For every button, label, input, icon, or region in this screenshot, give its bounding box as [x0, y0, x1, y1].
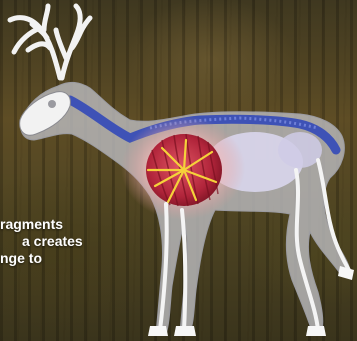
- caption-line-2: a creates: [22, 233, 150, 250]
- caption-line-3: nge to: [0, 250, 150, 267]
- hooves: [148, 266, 354, 336]
- overlay-caption: ragments a creates nge to: [0, 216, 150, 267]
- antlers: [10, 6, 90, 78]
- caption-line-1: ragments: [0, 216, 150, 233]
